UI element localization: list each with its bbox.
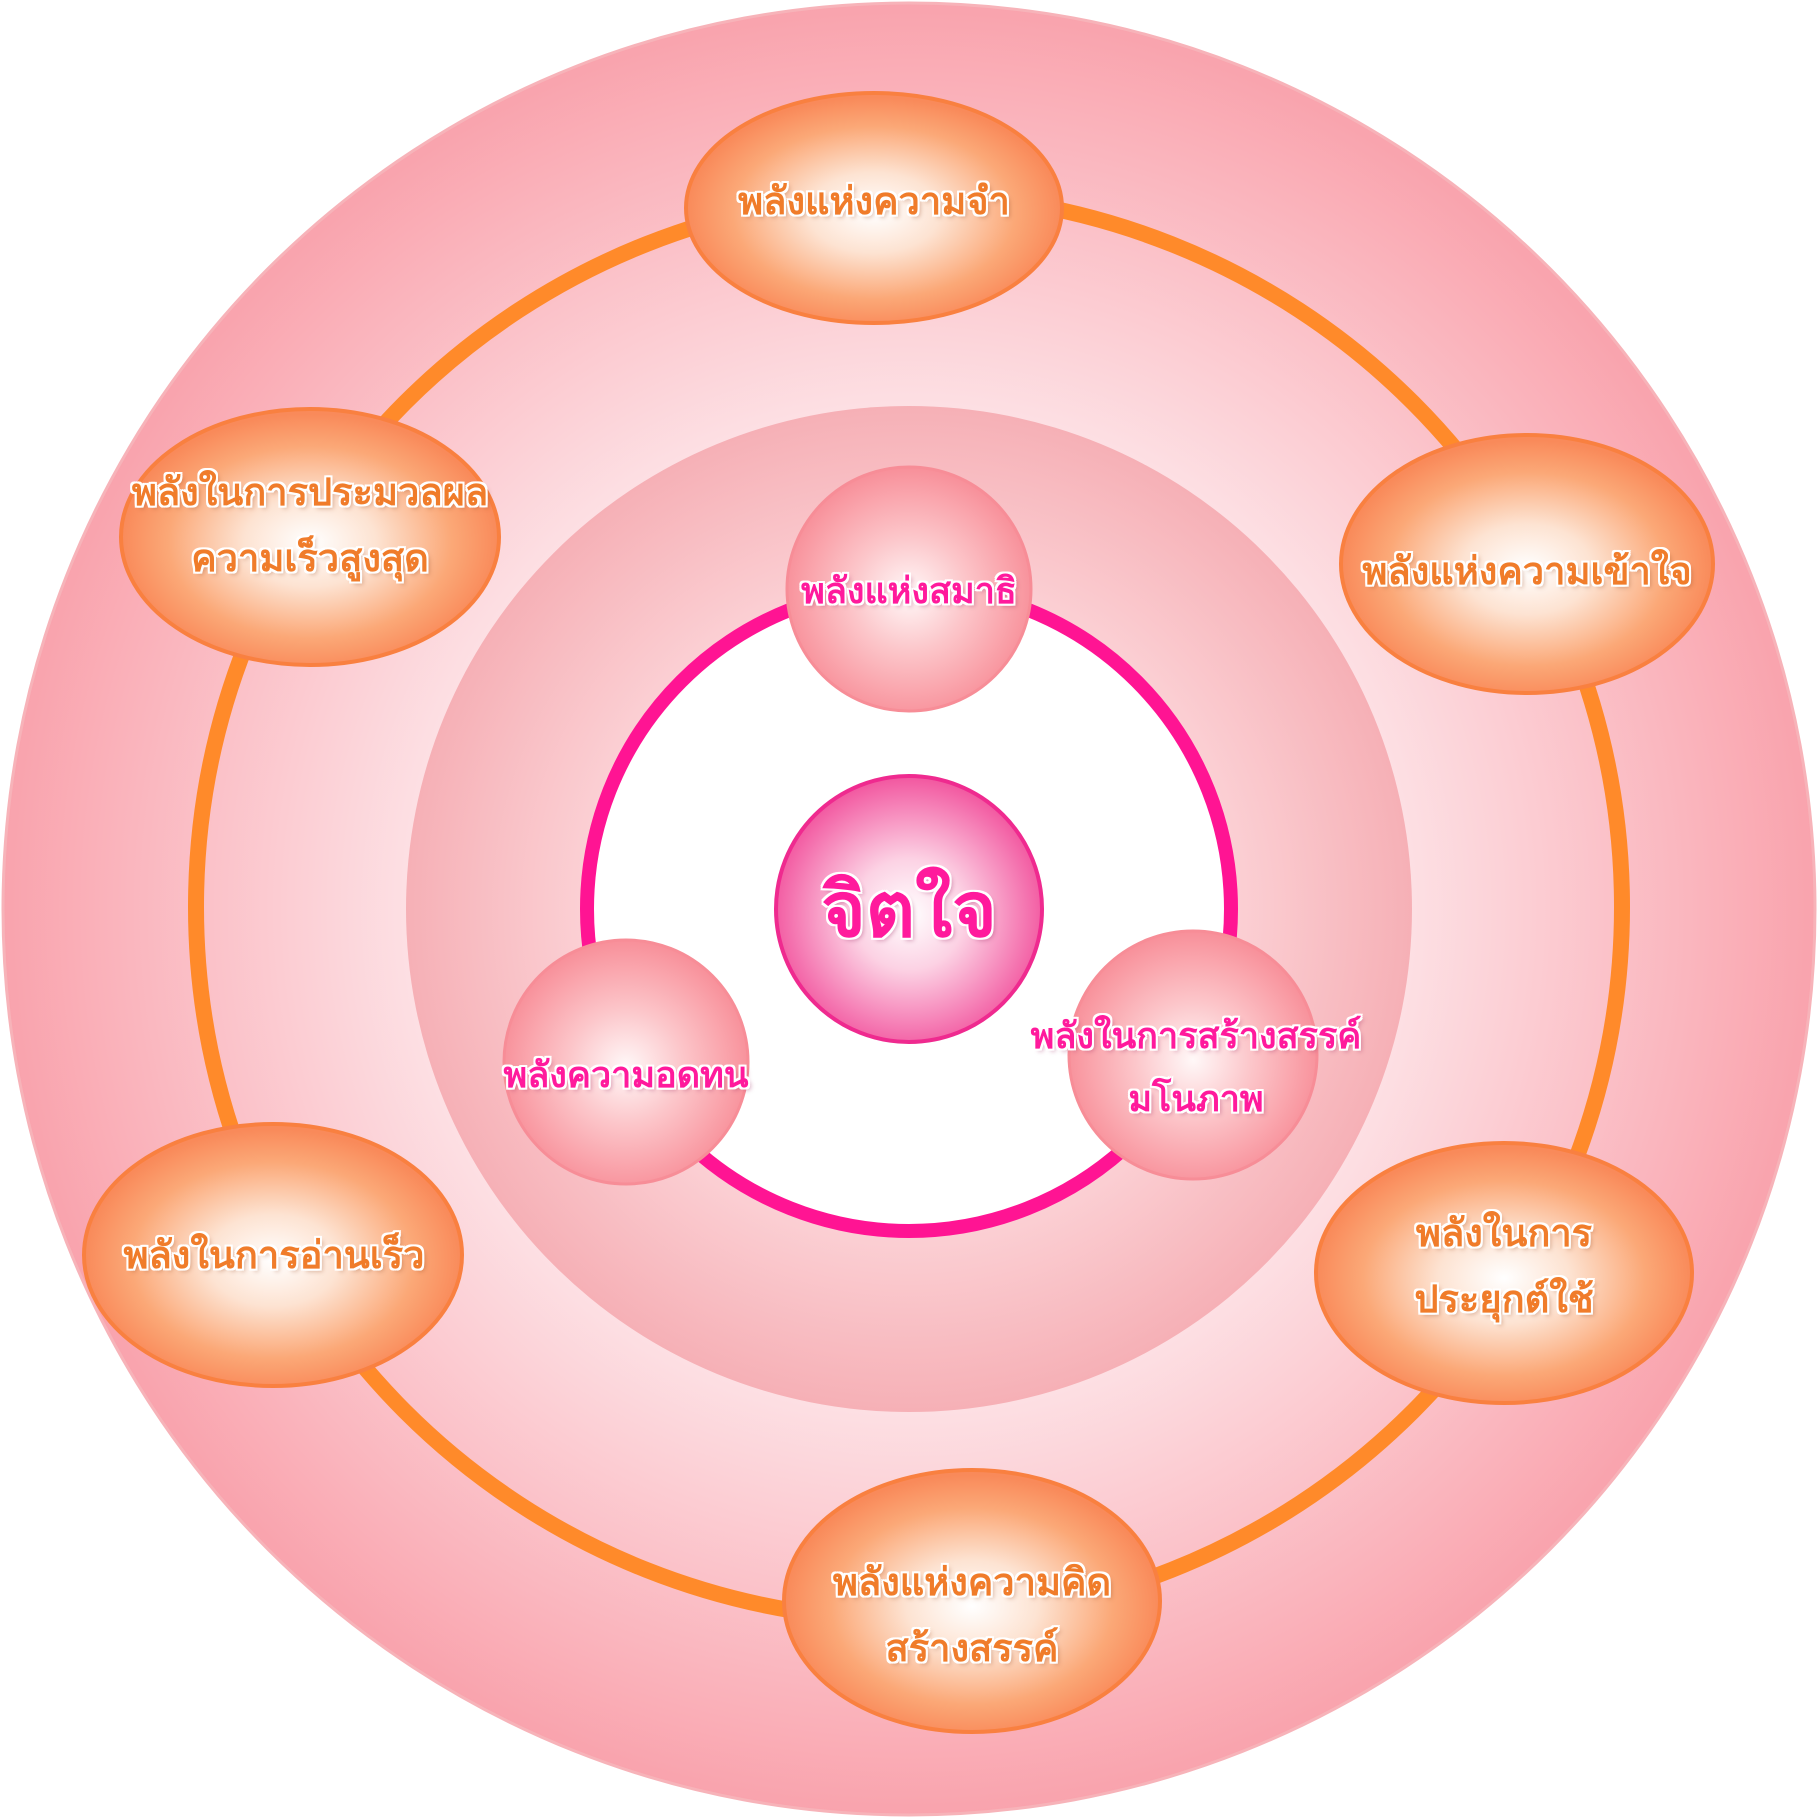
imagination-line-2: มโนภาพ (1128, 1079, 1264, 1120)
fast-processing-line-2: ความเร็วสูงสุด (191, 536, 429, 580)
center-text: จิตใจ (821, 864, 997, 954)
node-fast-processing (119, 407, 501, 667)
node-memory (684, 91, 1064, 325)
fast-reading-text: พลังในการอ่านเร็ว (123, 1232, 425, 1277)
creative-thinking-line-1: พลังแห่งความคิด (832, 1559, 1112, 1604)
label-understanding: พลังแห่งความเข้าใจ (1332, 536, 1722, 606)
node-patience (502, 938, 750, 1186)
node-application (1314, 1141, 1694, 1405)
label-creative-thinking: พลังแห่งความคิด สร้างสรรค์ (792, 1545, 1152, 1685)
label-imagination: พลังในการสร้างสรรค์ มโนภาพ (990, 1003, 1402, 1133)
center-label: จิตใจ (759, 849, 1059, 969)
label-fast-reading: พลังในการอ่านเร็ว (88, 1220, 460, 1290)
patience-text: พลังความอดทน (503, 1054, 749, 1096)
fast-processing-line-1: พลังในการประมวลผล (131, 469, 489, 514)
concentration-text: พลังแห่งสมาธิ (801, 570, 1017, 612)
application-line-2: ประยุกต์ใช้ (1414, 1277, 1594, 1321)
node-understanding (1339, 433, 1715, 695)
label-application: พลังในการ ประยุกต์ใช้ (1334, 1196, 1674, 1336)
imagination-line-1: พลังในการสร้างสรรค์ (1030, 1016, 1362, 1057)
creative-thinking-line-2: สร้างสรรค์ (885, 1626, 1059, 1670)
label-fast-processing: พลังในการประมวลผล ความเร็วสูงสุด (105, 455, 515, 595)
understanding-text: พลังแห่งความเข้าใจ (1362, 548, 1692, 593)
center-node (774, 774, 1044, 1044)
node-creative-thinking (782, 1468, 1162, 1734)
application-line-1: พลังในการ (1415, 1210, 1593, 1255)
label-patience: พลังความอดทน (440, 1042, 812, 1108)
node-concentration (785, 465, 1033, 713)
label-concentration: พลังแห่งสมาธิ (729, 558, 1089, 624)
node-imagination (1067, 929, 1319, 1181)
label-memory: พลังแห่งความจำ (694, 166, 1054, 236)
node-fast-reading (82, 1122, 464, 1388)
memory-text: พลังแห่งความจำ (738, 178, 1010, 223)
